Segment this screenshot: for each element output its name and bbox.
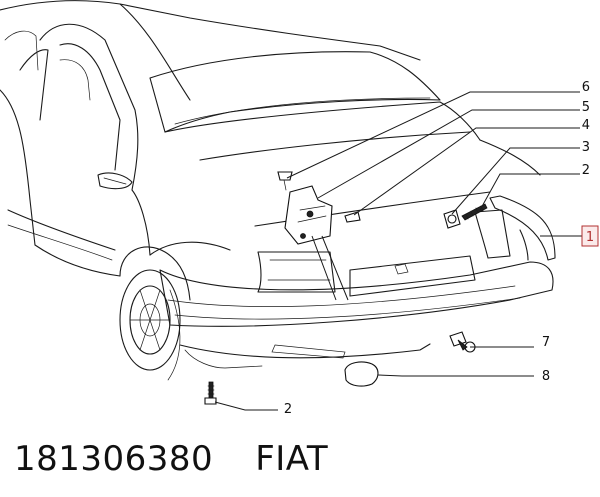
callout-6: 6 <box>582 80 590 95</box>
rear-wheel <box>119 269 181 381</box>
callout-5: 5 <box>582 100 590 115</box>
part-bracket-5 <box>284 185 349 301</box>
part-screw-2-top <box>461 203 488 221</box>
part-screw-2-bottom <box>204 381 217 405</box>
part-screw-6 <box>277 171 293 191</box>
part-clip-7 <box>449 331 476 353</box>
footer: 181306380 FIAT <box>14 434 328 484</box>
parts-diagram: 6 5 4 3 2 1 7 8 2 <box>0 0 599 417</box>
callout-8: 8 <box>542 369 550 384</box>
part-bolt-3 <box>443 209 461 229</box>
callout-1-highlight[interactable]: 1 <box>581 225 599 247</box>
leader-lines <box>214 91 582 411</box>
callout-7: 7 <box>542 335 550 350</box>
callout-2-bottom: 2 <box>284 402 292 417</box>
car-body-drawing <box>0 0 556 381</box>
part-screw-4 <box>344 211 361 223</box>
brand-name: FIAT <box>255 439 329 479</box>
callout-2-top: 2 <box>582 163 590 178</box>
callout-4: 4 <box>582 118 590 133</box>
part-number: 181306380 <box>14 439 214 479</box>
callout-1: 1 <box>586 230 594 245</box>
part-cap-8 <box>344 361 379 387</box>
callout-3: 3 <box>582 140 590 155</box>
